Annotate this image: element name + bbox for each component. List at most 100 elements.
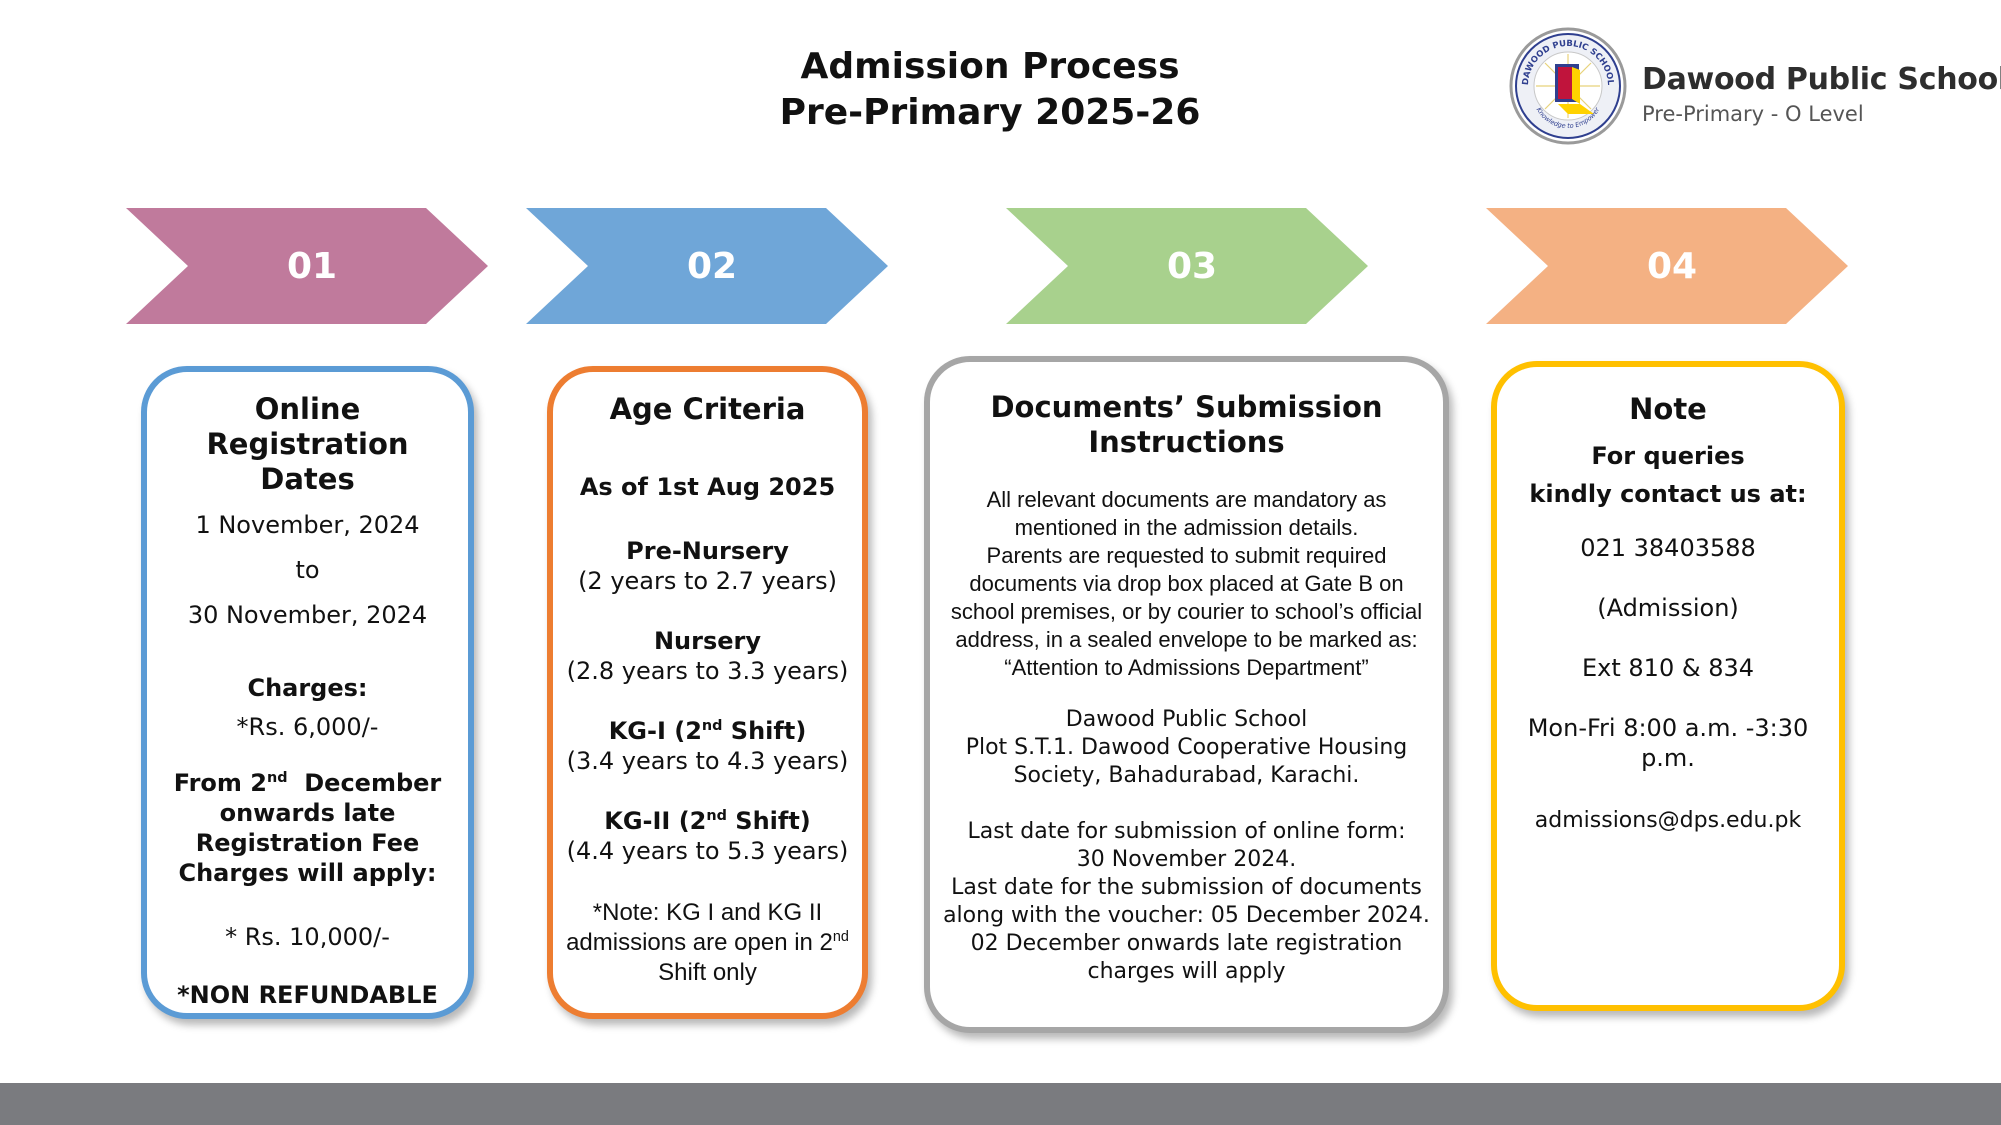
age-group-name: KG-I (2nd Shift) bbox=[553, 716, 862, 746]
queries-line: kindly contact us at: bbox=[1529, 480, 1807, 508]
chevron-arrow-shape bbox=[1486, 208, 1848, 324]
chevron-fill-2 bbox=[526, 208, 888, 324]
brand-name: Dawood Public School bbox=[1642, 62, 2001, 97]
age-group-kg-1: KG-I (2nd Shift) (3.4 years to 4.3 years… bbox=[553, 716, 862, 776]
footer-bar bbox=[0, 1083, 2001, 1125]
age-criteria-heading: Age Criteria bbox=[609, 392, 806, 426]
late-fee-value: * Rs. 10,000/- bbox=[225, 923, 390, 951]
kg-note-line: Shift only bbox=[658, 959, 757, 986]
step-number-4: 04 bbox=[1646, 245, 1698, 287]
registration-dates-card: Online Registration Dates 1 November, 20… bbox=[141, 366, 474, 1019]
instruction-line: Parents are requested to submit required bbox=[986, 543, 1387, 568]
step-chevron-1: 01 bbox=[126, 208, 488, 324]
step-chevron-4: 04 bbox=[1486, 208, 1848, 324]
registration-end-date: 30 November, 2024 bbox=[187, 601, 428, 629]
heading-line: Documents’ Submission bbox=[990, 390, 1383, 424]
deadline-line: along with the voucher: 05 December 2024… bbox=[943, 903, 1430, 928]
submission-deadlines: Last date for submission of online form:… bbox=[930, 818, 1443, 986]
step-number-2: 02 bbox=[686, 245, 738, 287]
address-line: Dawood Public School bbox=[1065, 707, 1308, 732]
late-fee-line: Charges will apply: bbox=[178, 859, 437, 887]
age-group-name: KG-II (2nd Shift) bbox=[553, 806, 862, 836]
kg-note-text: admissions are open in 2 bbox=[566, 929, 833, 956]
age-group-name: Nursery bbox=[553, 626, 862, 656]
queries-line: For queries bbox=[1591, 442, 1745, 470]
chevron-arrow-shape bbox=[526, 208, 888, 324]
late-fee-line: onwards late bbox=[219, 799, 396, 827]
instruction-line: All relevant documents are mandatory as bbox=[986, 487, 1387, 512]
deadline-line: charges will apply bbox=[1087, 959, 1286, 984]
address-line: Society, Bahadurabad, Karachi. bbox=[1013, 763, 1360, 788]
kg-note-line: *Note: KG I and KG II bbox=[592, 899, 823, 926]
age-group-sup: nd bbox=[706, 808, 727, 824]
instruction-line: address, in a sealed envelope to be mark… bbox=[955, 627, 1418, 652]
office-hours: Mon-Fri 8:00 a.m. -3:30 p.m. bbox=[1497, 713, 1839, 773]
kg-note-line: admissions are open in 2nd bbox=[553, 928, 862, 958]
kg-shift-note: *Note: KG I and KG II admissions are ope… bbox=[553, 898, 862, 988]
hours-line: Mon-Fri 8:00 a.m. -3:30 bbox=[1527, 714, 1809, 742]
hours-line: p.m. bbox=[1641, 744, 1695, 772]
heading-line: Dates bbox=[260, 462, 355, 496]
school-address: Dawood Public School Plot S.T.1. Dawood … bbox=[930, 706, 1443, 790]
heading-line: Instructions bbox=[1088, 425, 1285, 459]
late-fee-month: December bbox=[304, 769, 442, 797]
kg-note-sup: nd bbox=[832, 929, 849, 945]
school-logo: DAWOOD PUBLIC SCHOOL Knowledge to Empowe… bbox=[1508, 24, 2001, 145]
age-group-range: (2 years to 2.7 years) bbox=[578, 567, 837, 595]
instruction-line: school premises, or by courier to school… bbox=[950, 599, 1423, 624]
charges-label: Charges: bbox=[247, 674, 368, 702]
age-group-kg-2: KG-II (2nd Shift) (4.4 years to 5.3 year… bbox=[553, 806, 862, 866]
late-fee-line: Registration Fee bbox=[195, 829, 420, 857]
chevron-arrow-shape bbox=[126, 208, 488, 324]
documents-heading: Documents’ Submission Instructions bbox=[930, 390, 1443, 460]
step-number-1: 01 bbox=[286, 245, 338, 287]
age-group-name-text: Nursery bbox=[653, 627, 762, 655]
heading-line: Online bbox=[254, 392, 361, 426]
age-group-name-text: KG-I (2 bbox=[608, 717, 702, 745]
queries-text: For queries kindly contact us at: bbox=[1497, 437, 1839, 513]
age-group-suffix: Shift) bbox=[722, 717, 807, 745]
deadline-line: 30 November 2024. bbox=[1076, 847, 1297, 872]
contact-phone: 021 38403588 bbox=[1580, 534, 1756, 562]
late-fee-from: From 2 bbox=[173, 769, 267, 797]
page-title: Admission Process Pre-Primary 2025-26 bbox=[720, 44, 1260, 136]
registration-to-label: to bbox=[295, 556, 320, 584]
deadline-line: 02 December onwards late registration bbox=[970, 931, 1403, 956]
age-group-name-text: KG-II (2 bbox=[604, 807, 707, 835]
age-as-of-date: As of 1st Aug 2025 bbox=[579, 473, 836, 501]
charges-value: *Rs. 6,000/- bbox=[236, 713, 379, 741]
age-group-nursery: Nursery (2.8 years to 3.3 years) bbox=[553, 626, 862, 686]
title-line-1: Admission Process bbox=[800, 46, 1180, 87]
registration-start-date: 1 November, 2024 bbox=[195, 511, 420, 539]
age-group-pre-nursery: Pre-Nursery (2 years to 2.7 years) bbox=[553, 536, 862, 596]
chevron-fill-3 bbox=[1006, 208, 1368, 324]
brand-subtitle: Pre-Primary - O Level bbox=[1642, 102, 1864, 126]
step-chevron-3: 03 bbox=[1006, 208, 1368, 324]
step-chevron-2: 02 bbox=[526, 208, 888, 324]
step-number-3: 03 bbox=[1166, 245, 1218, 287]
age-criteria-card: Age Criteria As of 1st Aug 2025 Pre-Nurs… bbox=[547, 366, 868, 1019]
contact-note-card: Note For queries kindly contact us at: 0… bbox=[1491, 361, 1845, 1011]
instruction-line: “Attention to Admissions Department” bbox=[1004, 655, 1369, 680]
chevron-fill-4 bbox=[1486, 208, 1848, 324]
documents-submission-card: Documents’ Submission Instructions All r… bbox=[924, 356, 1449, 1033]
age-group-name: Pre-Nursery bbox=[553, 536, 862, 566]
contact-department: (Admission) bbox=[1597, 594, 1739, 622]
age-group-range: (3.4 years to 4.3 years) bbox=[566, 747, 849, 775]
address-line: Plot S.T.1. Dawood Cooperative Housing bbox=[965, 735, 1408, 760]
late-fee-sup: nd bbox=[266, 770, 288, 786]
deadline-line: Last date for submission of online form: bbox=[967, 819, 1406, 844]
contact-email-link[interactable]: admissions@dps.edu.pk bbox=[1534, 808, 1802, 833]
age-group-sup: nd bbox=[701, 718, 723, 734]
deadline-line: Last date for the submission of document… bbox=[951, 875, 1422, 900]
note-heading: Note bbox=[1629, 392, 1707, 426]
age-group-range: (4.4 years to 5.3 years) bbox=[566, 837, 849, 865]
instruction-line: mentioned in the admission details. bbox=[1014, 515, 1359, 540]
heading-line: Registration bbox=[206, 427, 409, 461]
contact-extensions: Ext 810 & 834 bbox=[1582, 654, 1754, 682]
age-group-name-text: Pre-Nursery bbox=[626, 537, 789, 565]
instruction-line: documents via drop box placed at Gate B … bbox=[969, 571, 1404, 596]
age-group-range: (2.8 years to 3.3 years) bbox=[566, 657, 849, 685]
late-fee-notice: From 2nd December onwards late Registrat… bbox=[147, 768, 468, 888]
late-fee-line: From 2nd December bbox=[147, 768, 468, 798]
